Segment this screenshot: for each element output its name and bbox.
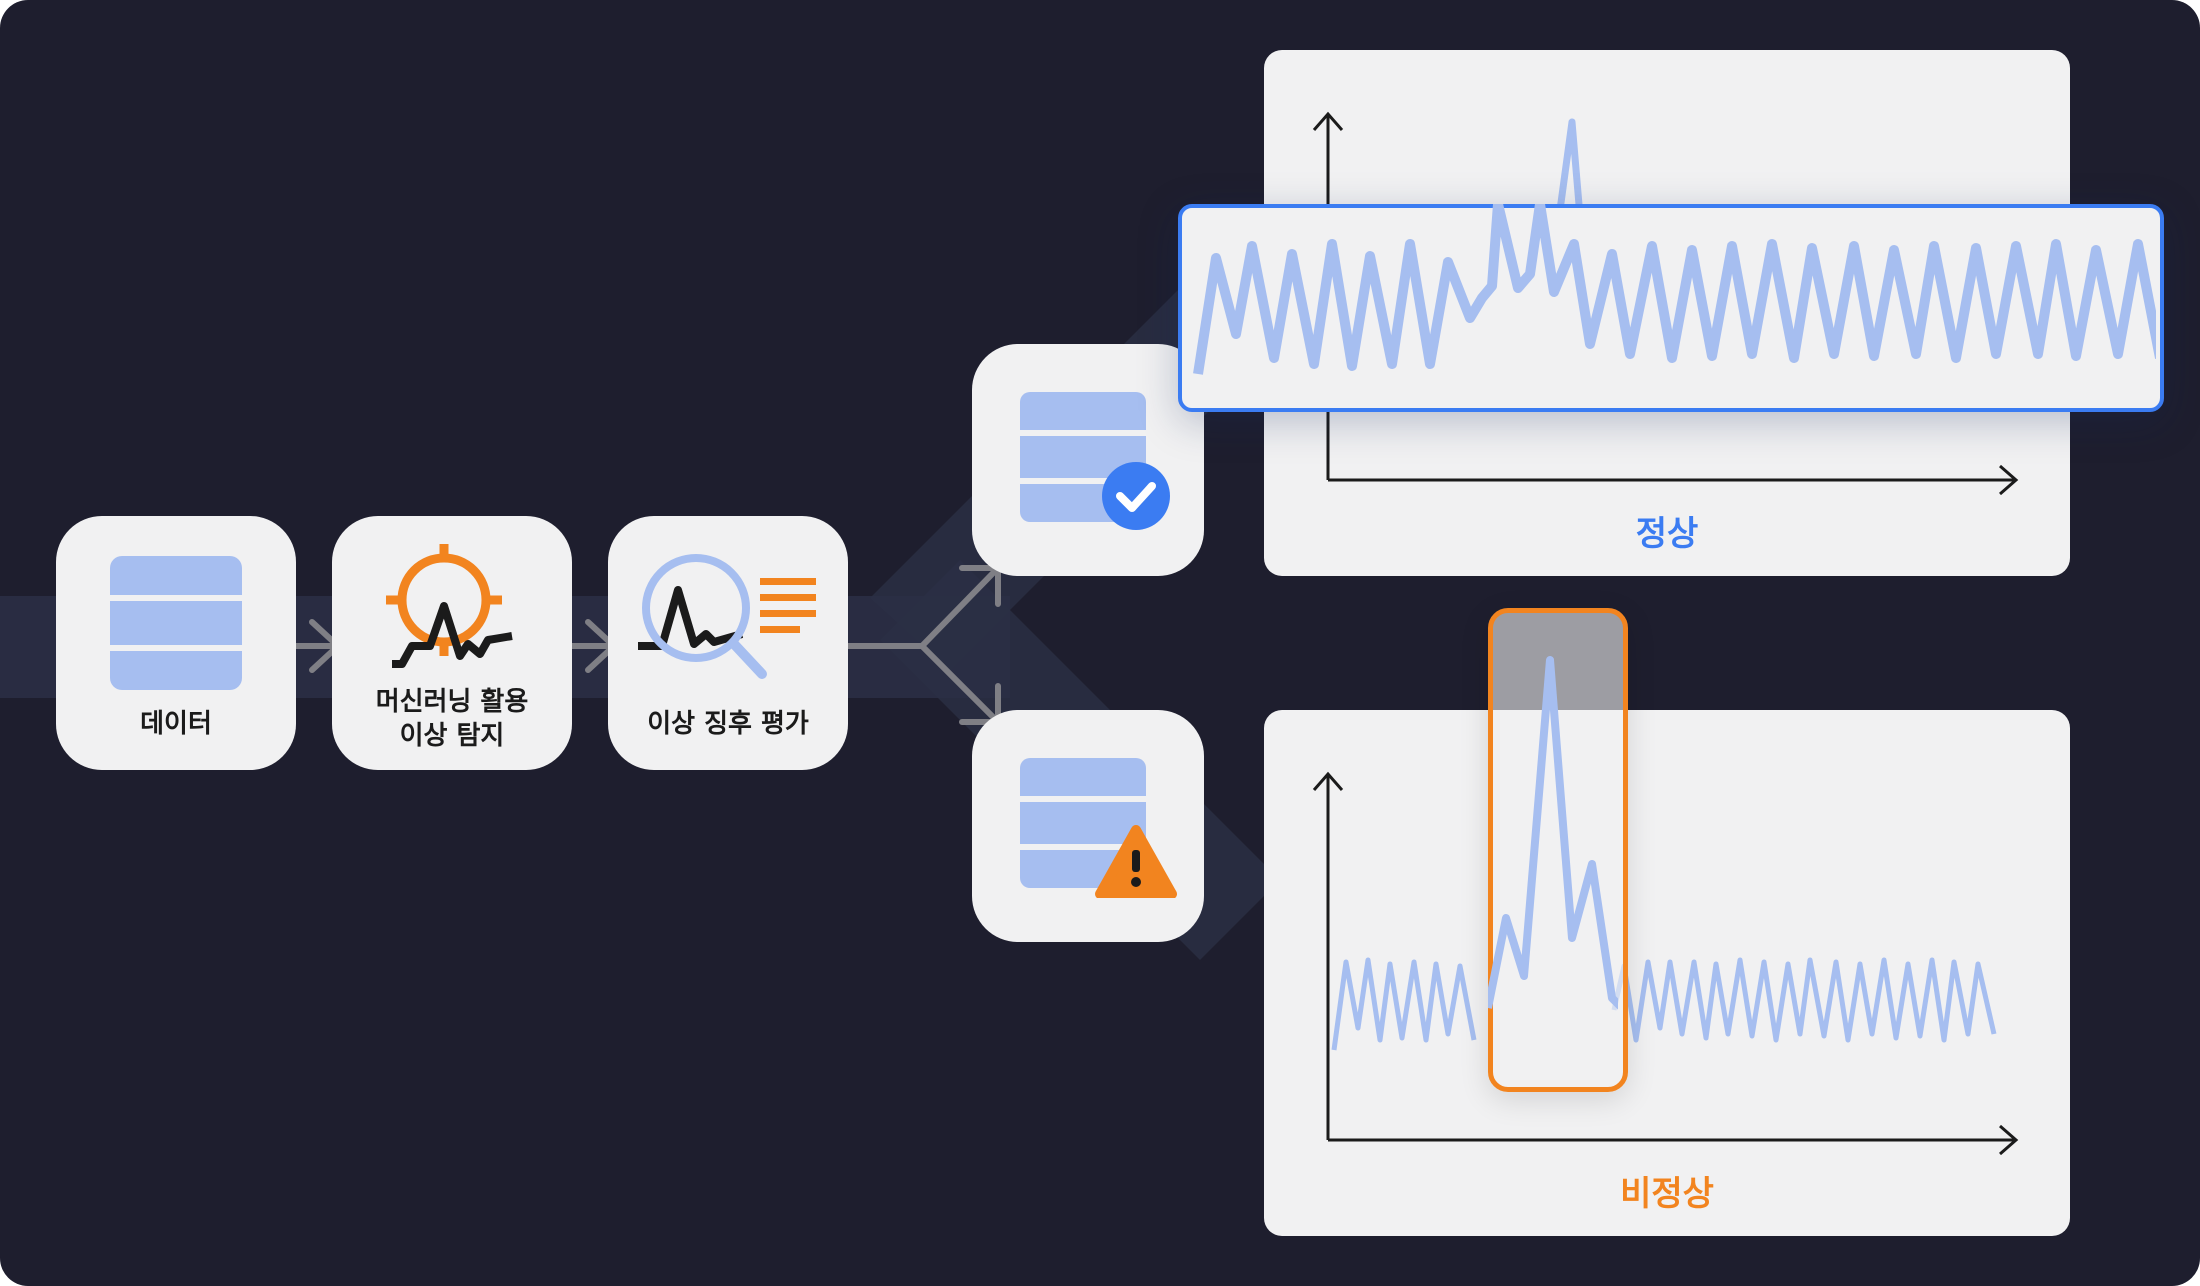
step-ml-label-line2: 이상 탐지: [399, 721, 505, 751]
database-icon: [110, 556, 242, 690]
step-ml-label-line1: 머신러닝 활용: [375, 687, 529, 717]
abnormal-axes-and-signal: [1312, 771, 2019, 1156]
database-warning-icon: [1020, 758, 1177, 898]
result-normal: [972, 344, 1204, 576]
step-anomaly-evaluation: 이상 징후 평가: [608, 516, 848, 770]
normal-label: 정상: [1635, 514, 1699, 554]
step-data-label: 데이터: [140, 709, 212, 739]
normal-signal-highlight: [1178, 204, 2164, 412]
normal-signal-line: [1193, 204, 2156, 375]
anomaly-spike-line: [1488, 656, 1618, 1010]
step-data: 데이터: [56, 516, 296, 770]
step-ml-detection: 머신러닝 활용 이상 탐지: [332, 516, 572, 770]
database-check-icon: [1020, 392, 1170, 530]
magnifier-report-icon: [638, 554, 816, 679]
result-abnormal: [972, 710, 1204, 942]
step-eval-label: 이상 징후 평가: [647, 709, 809, 739]
abnormal-label: 비정상: [1620, 1174, 1714, 1214]
panel-abnormal: 비정상: [1264, 710, 2070, 1236]
target-chart-icon: [386, 544, 513, 668]
anomaly-highlight: [1488, 608, 1628, 1092]
